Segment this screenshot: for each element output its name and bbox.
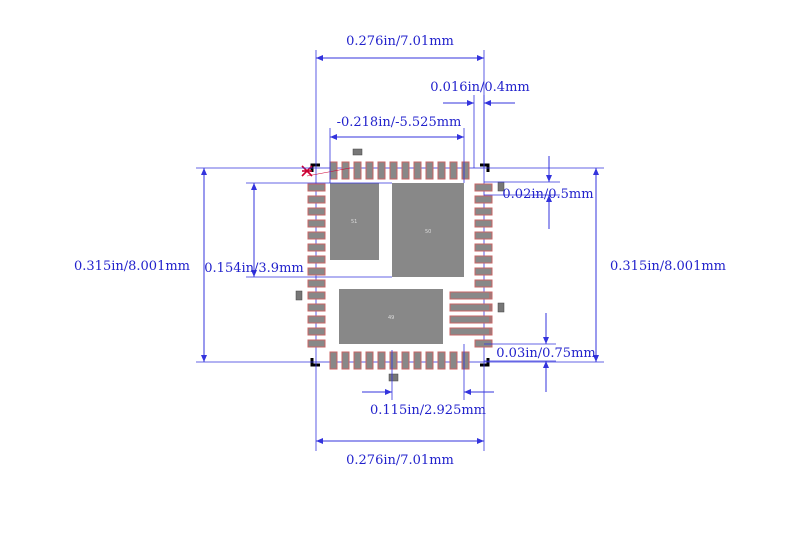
pin-pad [341, 161, 350, 180]
pin-pad [474, 339, 493, 348]
pin-pad [365, 161, 374, 180]
pin-pad [413, 161, 422, 180]
thermal-pad-right-label: 50 [425, 229, 431, 235]
pin-pad [449, 291, 491, 300]
thermal-pad-right [392, 183, 464, 277]
pin-pad [449, 315, 491, 324]
bottom-offset-label: 0.115in/2.925mm [370, 403, 486, 418]
pin-pad [341, 351, 350, 370]
dimension-lines [196, 50, 604, 451]
pin-pad [307, 315, 326, 324]
pin-pad [307, 339, 326, 348]
pin-pad [307, 267, 326, 276]
pin-pad [377, 351, 386, 370]
pin-pad [389, 351, 398, 370]
pins-left [307, 183, 326, 348]
thermal-pad-bottom-label: 49 [388, 315, 394, 321]
bottom-width-label: 0.276in/7.01mm [346, 453, 454, 468]
pitch-label: 0.02in/0.5mm [502, 187, 593, 202]
pin-pad [474, 279, 493, 288]
right-height-label: 0.315in/8.001mm [610, 259, 726, 274]
pin-pad [449, 161, 458, 180]
pin-pad [474, 195, 493, 204]
pin-pad [437, 351, 446, 370]
pins-bottom [329, 351, 470, 370]
thermal-offset-label: -0.218in/-5.525mm [337, 115, 462, 130]
fiducial-marks [295, 148, 505, 382]
pin-pad [425, 351, 434, 370]
pin-pad [329, 351, 338, 370]
thermal-pad-left [330, 183, 379, 260]
pin-pad [307, 219, 326, 228]
pin-pad [307, 291, 326, 300]
pin-pad [307, 255, 326, 264]
pin-pad [461, 351, 470, 370]
pin-pad [474, 255, 493, 264]
thermal-pads: 51 50 49 [330, 183, 464, 344]
pin-pad [449, 327, 491, 336]
pin-pad [437, 161, 446, 180]
pin-pad [307, 231, 326, 240]
pin-pad [307, 303, 326, 312]
pin-pad [307, 279, 326, 288]
left-height-label: 0.315in/8.001mm [74, 259, 190, 274]
pin-pad [389, 161, 398, 180]
pin-pad [365, 351, 374, 370]
thermal-pad-bottom [339, 289, 443, 344]
pin-pad [474, 183, 493, 192]
pin-pad [377, 161, 386, 180]
pins-right-inner [449, 291, 491, 336]
pin-pad [307, 207, 326, 216]
thermal-pad-left-label: 51 [351, 219, 357, 225]
pin-pad [474, 267, 493, 276]
inner-height-label: 0.154in/3.9mm [204, 261, 303, 276]
pad-length-label: 0.03in/0.75mm [496, 346, 595, 361]
pin-pad [474, 231, 493, 240]
pad-width-label: 0.016in/0.4mm [430, 80, 529, 95]
pin-pad [474, 219, 493, 228]
pin-pad [461, 161, 470, 180]
pin-pad [425, 161, 434, 180]
pin-pad [353, 161, 362, 180]
pin-pad [307, 327, 326, 336]
pins-top [329, 161, 470, 180]
pin-pad [307, 243, 326, 252]
package-outline [315, 167, 485, 363]
pin-pad [401, 351, 410, 370]
corner-marks [310, 163, 490, 367]
pin-pad [353, 351, 362, 370]
pin-pad [474, 243, 493, 252]
pin-pad [449, 303, 491, 312]
pin-pad [401, 161, 410, 180]
pin-pad [449, 351, 458, 370]
pin-pad [307, 195, 326, 204]
pin-pad [307, 183, 326, 192]
pin-pad [413, 351, 422, 370]
pin-pad [474, 207, 493, 216]
top-width-label: 0.276in/7.01mm [346, 34, 454, 49]
